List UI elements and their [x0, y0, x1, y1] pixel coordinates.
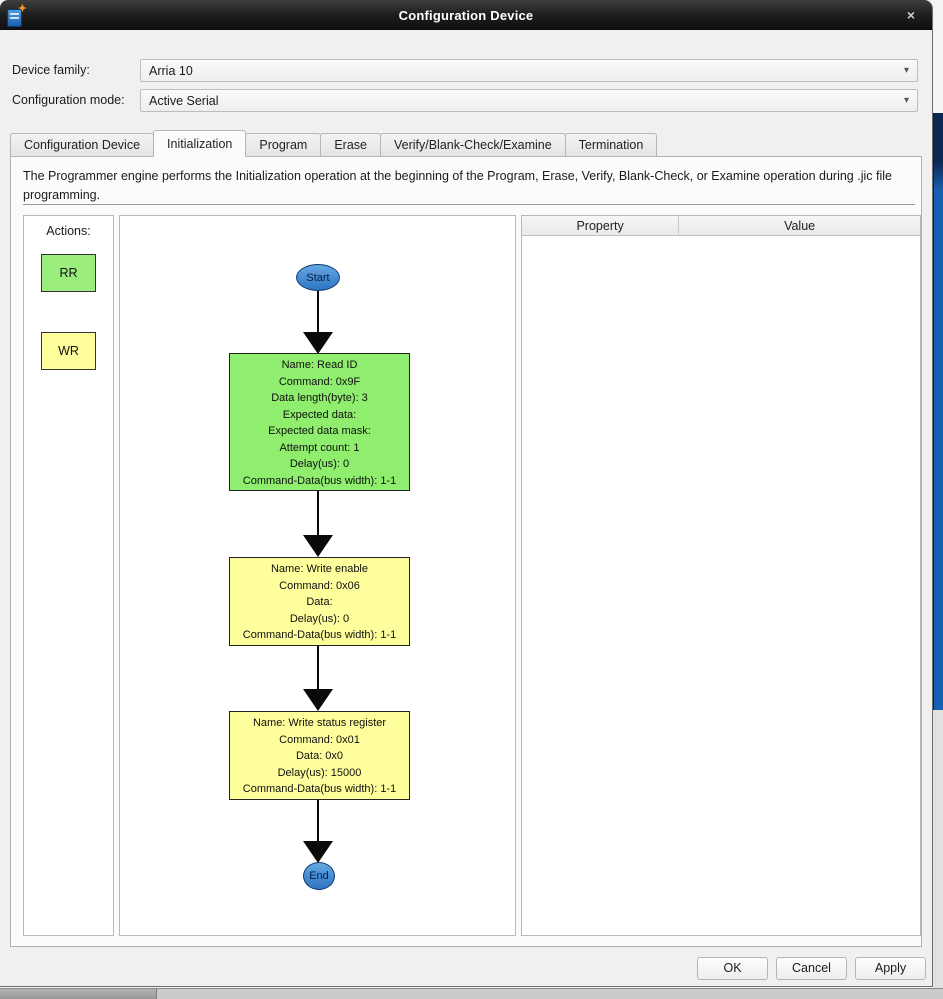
node-line: Delay(us): 0 — [289, 458, 350, 470]
node-line: Command-Data(bus width): 1-1 — [242, 783, 397, 795]
node-line: Command: 0x06 — [279, 579, 360, 592]
window-title: Configuration Device — [398, 7, 534, 23]
tab-configuration-device[interactable]: Configuration Device — [10, 133, 155, 157]
tab-description: The Programmer engine performs the Initi… — [23, 169, 892, 202]
arrowhead-icon — [303, 689, 333, 711]
flow-node-read-id[interactable]: Name: Read ID Command: 0x9F Data length(… — [229, 353, 410, 491]
configuration-mode-select[interactable]: Active Serial ▾ — [140, 89, 918, 112]
node-line: Command-Data(bus width): 1-1 — [242, 474, 397, 487]
node-line: Expected data mask: — [268, 425, 371, 437]
node-line: Attempt count: 1 — [279, 441, 360, 454]
device-family-value: Arria 10 — [149, 63, 193, 78]
node-line: Data: 0x0 — [295, 750, 344, 762]
node-line: Name: Write enable — [270, 563, 368, 575]
property-table-body — [522, 236, 920, 935]
document-icon — [7, 9, 22, 27]
background-column-lower — [933, 710, 943, 999]
tab-initialization[interactable]: Initialization — [153, 130, 247, 157]
chevron-down-icon: ▾ — [903, 65, 909, 76]
flow-connector — [317, 291, 319, 333]
actions-label: Actions: — [46, 224, 91, 238]
configuration-device-dialog: ✦ Configuration Device × Device family: … — [0, 0, 933, 987]
background-scrollbar-thumb[interactable] — [0, 989, 157, 999]
tab-erase[interactable]: Erase — [320, 133, 381, 157]
arrowhead-icon — [303, 332, 333, 354]
flow-start-node[interactable]: Start — [296, 264, 340, 291]
flow-end-node[interactable]: End — [303, 862, 335, 890]
configuration-mode-label: Configuration mode: — [12, 93, 125, 107]
app-icon: ✦ — [5, 4, 27, 28]
action-rr[interactable]: RR — [41, 254, 96, 292]
property-table: Property Value — [521, 215, 921, 936]
background-window-edge — [933, 113, 943, 710]
flow-node-write-status-register[interactable]: Name: Write status register Command: 0x0… — [229, 711, 410, 800]
tab-termination[interactable]: Termination — [564, 133, 658, 157]
node-line: Delay(us): 0 — [289, 612, 350, 625]
flow-connector — [317, 491, 319, 536]
configuration-mode-value: Active Serial — [149, 93, 219, 108]
node-line: Command: 0x9F — [278, 375, 361, 388]
node-line: Expected data: — [282, 408, 357, 421]
tab-verify-blank-check-examine[interactable]: Verify/Blank-Check/Examine — [379, 133, 566, 157]
apply-button[interactable]: Apply — [855, 957, 926, 980]
node-line: Command-Data(bus width): 1-1 — [242, 629, 397, 641]
node-line: Data length(byte): 3 — [271, 392, 368, 404]
flow-node-write-enable[interactable]: Name: Write enable Command: 0x06 Data: D… — [229, 557, 410, 646]
node-line: Command: 0x01 — [279, 733, 360, 746]
node-line: Name: Write status register — [252, 717, 387, 729]
close-icon[interactable]: × — [906, 7, 916, 23]
spark-icon: ✦ — [17, 3, 27, 15]
device-family-select[interactable]: Arria 10 ▾ — [140, 59, 918, 82]
column-header-property[interactable]: Property — [522, 216, 680, 235]
action-wr[interactable]: WR — [41, 332, 96, 370]
arrowhead-icon — [303, 535, 333, 557]
property-table-header: Property Value — [522, 216, 920, 236]
flowchart-canvas[interactable]: Start Name: Read ID Command: 0x9F Data l… — [119, 215, 516, 936]
node-line: Data: — [306, 596, 333, 608]
background-scrollbar-track — [0, 988, 943, 999]
column-header-value[interactable]: Value — [784, 218, 816, 233]
tab-program[interactable]: Program — [245, 133, 322, 157]
node-line: Delay(us): 15000 — [277, 766, 362, 779]
separator — [23, 204, 915, 205]
cancel-button[interactable]: Cancel — [776, 957, 847, 980]
flow-connector — [317, 800, 319, 842]
actions-panel: Actions: RR WR — [23, 215, 114, 936]
titlebar[interactable]: ✦ Configuration Device × — [0, 0, 932, 30]
tab-bar: Configuration Device Initialization Prog… — [10, 130, 658, 157]
initialization-tab-panel: The Programmer engine performs the Initi… — [10, 156, 922, 947]
flow-connector — [317, 646, 319, 691]
device-family-label: Device family: — [12, 63, 90, 77]
arrowhead-icon — [303, 841, 333, 863]
node-line: Name: Read ID — [281, 359, 358, 371]
chevron-down-icon: ▾ — [903, 95, 909, 106]
ok-button[interactable]: OK — [697, 957, 768, 980]
